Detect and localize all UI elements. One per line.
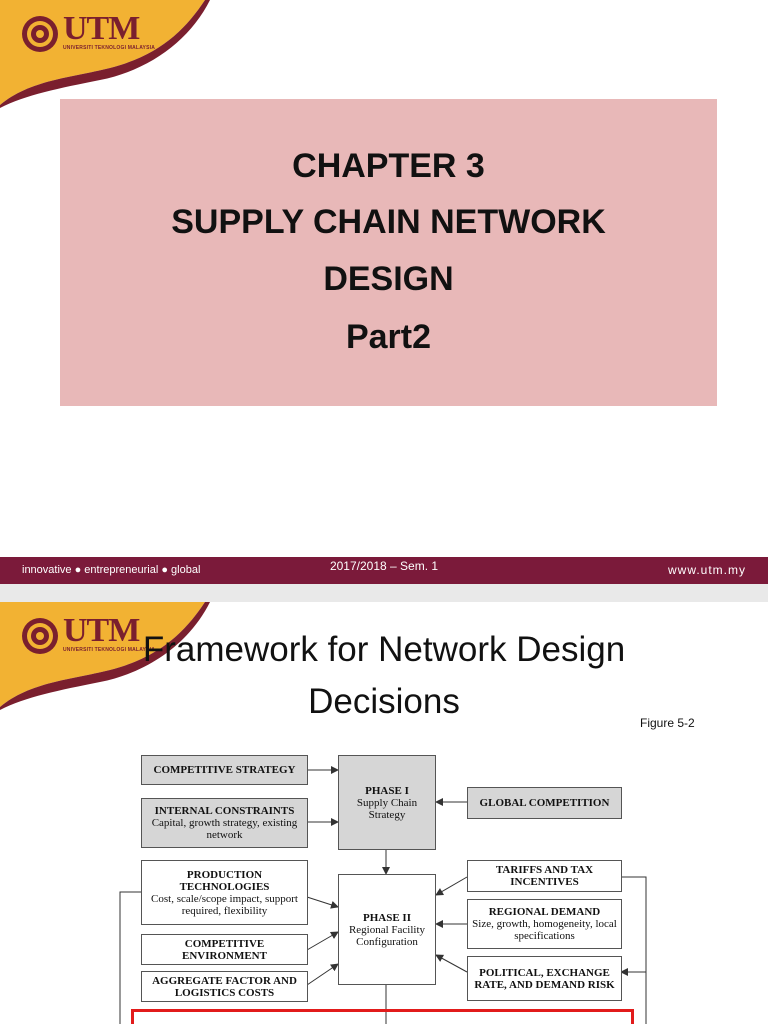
diagram-connectors [119, 766, 647, 1024]
phase2-detail: Regional Facility Configuration [348, 923, 426, 948]
regional-demand-heading: REGIONAL DEMAND [488, 906, 601, 918]
utm-logo-banner: UTM UNIVERSITI TEKNOLOGI MALAYSIA [0, 602, 220, 710]
footer-semester: 2017/2018 – Sem. 1 [329, 559, 439, 573]
political-risk-label: POLITICAL, EXCHANGE RATE, AND DEMAND RIS… [474, 966, 615, 991]
internal-constraints-detail: Capital, growth strategy, existing netwo… [151, 817, 298, 841]
logo-name: UTM [63, 612, 140, 649]
production-technologies-box: PRODUCTION TECHNOLOGIES Cost, scale/scop… [141, 860, 308, 925]
tariffs-box: TARIFFS AND TAX INCENTIVES [467, 860, 622, 892]
chapter-title-line2: DESIGN [323, 260, 454, 298]
chapter-heading: CHAPTER 3 [292, 147, 485, 185]
footer-website: www.utm.my [667, 563, 746, 577]
chapter-part: Part2 [345, 318, 432, 356]
competitive-strategy-box: COMPETITIVE STRATEGY [141, 755, 308, 785]
utm-logo-banner: UTM UNIVERSITI TEKNOLOGI MALAYSIA [0, 0, 220, 108]
utm-crest-icon [22, 16, 58, 52]
phase2-box: PHASE II Regional Facility Configuration [338, 874, 436, 985]
aggregate-costs-box: AGGREGATE FACTOR AND LOGISTICS COSTS [141, 971, 308, 1002]
production-technologies-detail: Cost, scale/scope impact, support requir… [151, 892, 298, 917]
slide-framework: UTM UNIVERSITI TEKNOLOGI MALAYSIA Framew… [0, 602, 768, 1024]
regional-demand-detail: Size, growth, homogeneity, local specifi… [472, 918, 617, 942]
regional-demand-box: REGIONAL DEMAND Size, growth, homogeneit… [467, 899, 622, 949]
slide-title-line1: Framework for Network Design [142, 630, 626, 669]
production-technologies-heading: PRODUCTION TECHNOLOGIES [179, 868, 270, 893]
tariffs-label: TARIFFS AND TAX INCENTIVES [495, 864, 594, 888]
chapter-title-line1: SUPPLY CHAIN NETWORK [171, 203, 606, 241]
phase1-heading: PHASE I [365, 784, 409, 797]
competitive-strategy-label: COMPETITIVE STRATEGY [153, 764, 296, 776]
phase2-heading: PHASE II [363, 911, 411, 924]
aggregate-costs-label: AGGREGATE FACTOR AND LOGISTICS COSTS [152, 974, 297, 999]
logo-subtitle: UNIVERSITI TEKNOLOGI MALAYSIA [63, 647, 156, 653]
slide-title: UTM UNIVERSITI TEKNOLOGI MALAYSIA CHAPTE… [0, 0, 768, 584]
internal-constraints-box: INTERNAL CONSTRAINTS Capital, growth str… [141, 798, 308, 848]
global-competition-box: GLOBAL COMPETITION [467, 787, 622, 819]
title-box: CHAPTER 3 SUPPLY CHAIN NETWORK DESIGN Pa… [60, 99, 717, 406]
political-risk-box: POLITICAL, EXCHANGE RATE, AND DEMAND RIS… [467, 956, 622, 1001]
competitive-environment-label: COMPETITIVE ENVIRONMENT [182, 937, 267, 962]
slide-footer: innovative ● entrepreneurial ● global 20… [0, 557, 768, 584]
phase1-box: PHASE I Supply Chain Strategy [338, 755, 436, 850]
global-competition-label: GLOBAL COMPETITION [479, 797, 610, 809]
logo-subtitle: UNIVERSITI TEKNOLOGI MALAYSIA [63, 45, 156, 51]
highlight-box [131, 1009, 634, 1024]
internal-constraints-heading: INTERNAL CONSTRAINTS [154, 805, 295, 817]
logo-name: UTM [63, 10, 140, 47]
footer-tagline: innovative ● entrepreneurial ● global [22, 564, 201, 576]
slide-title-line2: Decisions [308, 682, 460, 721]
phase1-detail: Supply Chain Strategy [356, 796, 418, 821]
competitive-environment-box: COMPETITIVE ENVIRONMENT [141, 934, 308, 965]
figure-label: Figure 5-2 [640, 716, 695, 730]
utm-crest-icon [22, 618, 58, 654]
